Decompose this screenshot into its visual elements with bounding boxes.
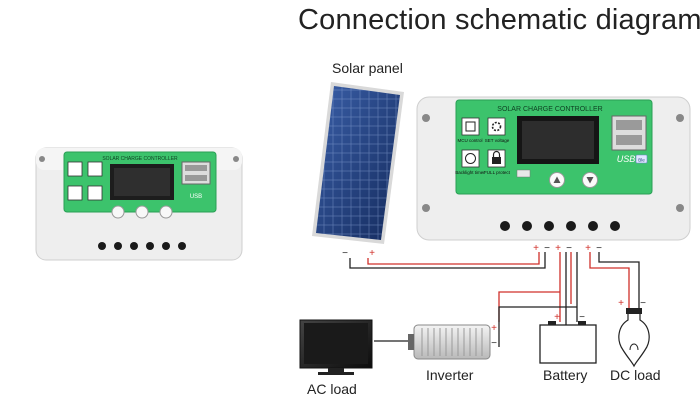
ac-load-label: AC load (307, 381, 357, 397)
sign-minus: − (579, 312, 585, 323)
sign-plus: + (491, 323, 497, 334)
sign-plus: + (554, 312, 560, 323)
lightbulb-icon (618, 308, 650, 368)
sign-plus: + (618, 298, 624, 309)
main-controller-header: SOLAR CHARGE CONTROLLER (497, 106, 602, 113)
inverter-label: Inverter (426, 367, 474, 383)
sign-minus: − (640, 298, 646, 309)
battery-label: Battery (543, 367, 588, 383)
sign-minus: − (342, 248, 348, 259)
sign-plus: + (533, 243, 539, 254)
wiring (349, 252, 640, 347)
solar-panel-label: Solar panel (332, 60, 403, 76)
terminal-signs: + − + − + − − + + − + − + − (342, 243, 646, 349)
small-controller-usb-label: USB (190, 194, 202, 200)
bluetooth-label: Ble (638, 158, 645, 163)
main-controller: SOLAR CHARGE CONTROLLER MCU control SET … (416, 96, 691, 241)
clock-icon (461, 149, 480, 168)
usb-label: USB (617, 154, 636, 164)
battery-icon (539, 321, 597, 364)
sign-plus: + (369, 248, 375, 259)
sign-plus: + (555, 243, 561, 254)
sign-minus: − (544, 243, 550, 254)
display-label: Backlight timer (455, 170, 485, 175)
set-label: SET voltage (485, 138, 510, 143)
full-label: FULL protect (484, 170, 511, 175)
sign-minus: − (491, 338, 497, 349)
mcu-label: MCU control (457, 138, 482, 143)
gear-icon (487, 117, 506, 136)
tv-icon (299, 319, 373, 375)
sign-minus: − (596, 243, 602, 254)
small-controller-header: SOLAR CHARGE CONTROLLER (102, 156, 178, 162)
dc-load-label: DC load (610, 367, 661, 383)
inverter-icon (408, 324, 491, 360)
sign-minus: − (566, 243, 572, 254)
sign-plus: + (585, 243, 591, 254)
mcu-control-icon (461, 117, 480, 136)
diagram-title: Connection schematic diagram (298, 4, 700, 36)
small-controller: SOLAR CHARGE CONTROLLER USB (35, 147, 243, 261)
solar-panel (312, 82, 404, 244)
